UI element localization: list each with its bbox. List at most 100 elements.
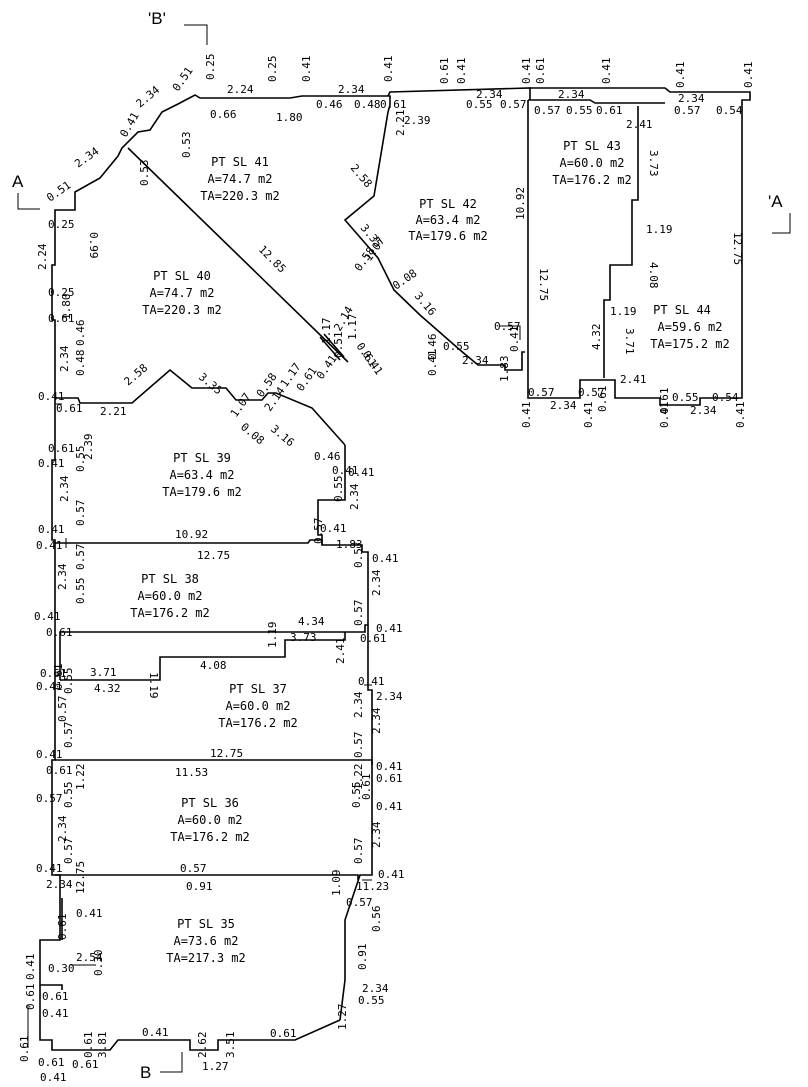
dim-label: 2.34: [558, 88, 585, 101]
dim-label: 0.61: [46, 626, 73, 639]
unit-boundaries-43-44: [527, 87, 751, 406]
dim-label: 4.34: [298, 615, 325, 628]
dim-label: 0.41: [376, 622, 403, 635]
dimension-labels: 2.34 0.51 0.25 2.24 0.25 0.41 2.34 0.41 …: [18, 54, 755, 1085]
dim-label: 0.61: [18, 1036, 31, 1063]
dim-label: 2.34: [58, 345, 71, 372]
dim-label: 0.57: [500, 98, 527, 111]
dim-label: 0.61: [56, 914, 69, 941]
dim-label: 12.85: [256, 243, 289, 276]
dim-label: 2.34: [462, 354, 489, 367]
unit-label-36: PT SL 36 A=60.0 m2 TA=176.2 m2: [170, 796, 249, 844]
dim-label: 0.91: [356, 944, 369, 971]
dim-label: 4.32: [94, 682, 121, 695]
dim-label: 0.41: [38, 457, 65, 470]
dim-label: 0.41: [38, 390, 65, 403]
unit-43-total-area: TA=176.2 m2: [552, 173, 631, 187]
dim-label: 0.51: [44, 179, 73, 205]
dim-label: 0.91: [186, 880, 213, 893]
dim-label: 0.41: [34, 610, 61, 623]
unit-44-total-area: TA=175.2 m2: [650, 337, 729, 351]
dim-label: 0.61: [40, 667, 67, 680]
dim-label: 0.57: [528, 386, 555, 399]
dim-label: 0.61: [82, 1032, 95, 1059]
dim-label: 1.19: [266, 622, 279, 649]
dim-label: 0.51: [170, 65, 196, 94]
section-mark-a-left: A: [12, 172, 40, 210]
dim-label: 1.09: [330, 870, 343, 897]
dim-label: 11.53: [175, 766, 208, 779]
unit-44-name: PT SL 44: [653, 303, 711, 317]
section-label-b-top: 'B': [148, 9, 166, 28]
dim-label: 1.17: [320, 318, 333, 345]
dim-label: 12.75: [197, 549, 230, 562]
dim-label: 0.41: [520, 402, 533, 429]
dim-label: 2.34: [338, 83, 365, 96]
unit-38-total-area: TA=176.2 m2: [130, 606, 209, 620]
dim-label: 0.30: [48, 962, 75, 975]
dim-label: 0.54: [716, 104, 743, 117]
dim-label: 0.41: [300, 56, 313, 83]
dim-label: 0.41: [455, 58, 468, 85]
dim-label: 0.57: [352, 600, 365, 627]
dim-label: 3.16: [412, 290, 439, 319]
dim-label: 2.41: [334, 638, 347, 665]
dim-label: 0.61: [596, 104, 623, 117]
dim-label: 0.41: [36, 539, 63, 552]
unit-35-name: PT SL 35: [177, 917, 235, 931]
dim-label: 0.41: [38, 523, 65, 536]
dim-label: 11.23: [356, 880, 389, 893]
dim-label: 1.17: [346, 314, 359, 341]
unit-labels: PT SL 41 A=74.7 m2 TA=220.3 m2 PT SL 40 …: [130, 139, 729, 965]
unit-label-39: PT SL 39 A=63.4 m2 TA=179.6 m2: [162, 451, 241, 499]
dim-label: 0.41: [600, 58, 613, 85]
dim-label: 0.25: [266, 56, 279, 83]
dim-label: 0.61: [42, 990, 69, 1003]
dim-label: 3.73: [290, 631, 317, 644]
dim-label: 2.34: [72, 144, 101, 170]
dim-label: 0.55: [74, 578, 87, 605]
dim-label: 0.41: [520, 58, 533, 85]
dim-label: 0.41: [582, 402, 595, 429]
dim-label: 0.55: [62, 668, 75, 695]
unit-39-name: PT SL 39: [173, 451, 231, 465]
dim-label: 0.41: [320, 522, 347, 535]
dim-label: 0.48: [74, 350, 87, 377]
dim-label: 0.61: [46, 764, 73, 777]
dim-label: 0.48: [354, 98, 381, 111]
dim-label: 2.34: [690, 404, 717, 417]
dim-label: 3.51: [224, 1032, 237, 1059]
dim-label: 0.53: [180, 132, 193, 159]
dim-label: 0.61: [380, 98, 407, 111]
dim-label: 0.41: [378, 868, 405, 881]
dim-label: 3.16: [268, 422, 297, 449]
dim-label: 0.61: [72, 1058, 99, 1071]
dim-label: 0.57: [180, 862, 207, 875]
dim-label: 0.57: [578, 386, 605, 399]
dim-label: 0.57: [352, 732, 365, 759]
dim-label: 0.41: [360, 348, 386, 377]
dim-label: 0.46: [316, 98, 343, 111]
dim-label: 0.61: [38, 1056, 65, 1069]
dim-label: 0.41: [117, 110, 142, 139]
unit-label-42: PT SL 42 A=63.4 m2 TA=179.6 m2: [408, 197, 487, 243]
dim-label: 0.25: [204, 54, 217, 81]
dim-label: 0.57: [56, 696, 69, 723]
unit-37-name: PT SL 37: [229, 682, 287, 696]
dim-label: 0.41: [658, 402, 671, 429]
dim-label: 2.34: [370, 707, 383, 734]
unit-label-38: PT SL 38 A=60.0 m2 TA=176.2 m2: [130, 572, 209, 620]
dim-label: 12.75: [731, 232, 744, 265]
dim-label: 2.21: [394, 110, 407, 137]
unit-41-area: A=74.7 m2: [207, 172, 272, 186]
dim-label: 1.19: [646, 223, 673, 236]
unit-37-area: A=60.0 m2: [225, 699, 290, 713]
dim-label: 0.57: [494, 320, 521, 333]
dim-label: 4.32: [590, 324, 603, 351]
dim-label: 0.41: [76, 907, 103, 920]
dim-label: 1.83: [336, 538, 363, 551]
section-label-b-bottom: B: [140, 1063, 151, 1082]
dim-label: 0.41: [372, 552, 399, 565]
dim-label: 0.57: [352, 542, 365, 569]
